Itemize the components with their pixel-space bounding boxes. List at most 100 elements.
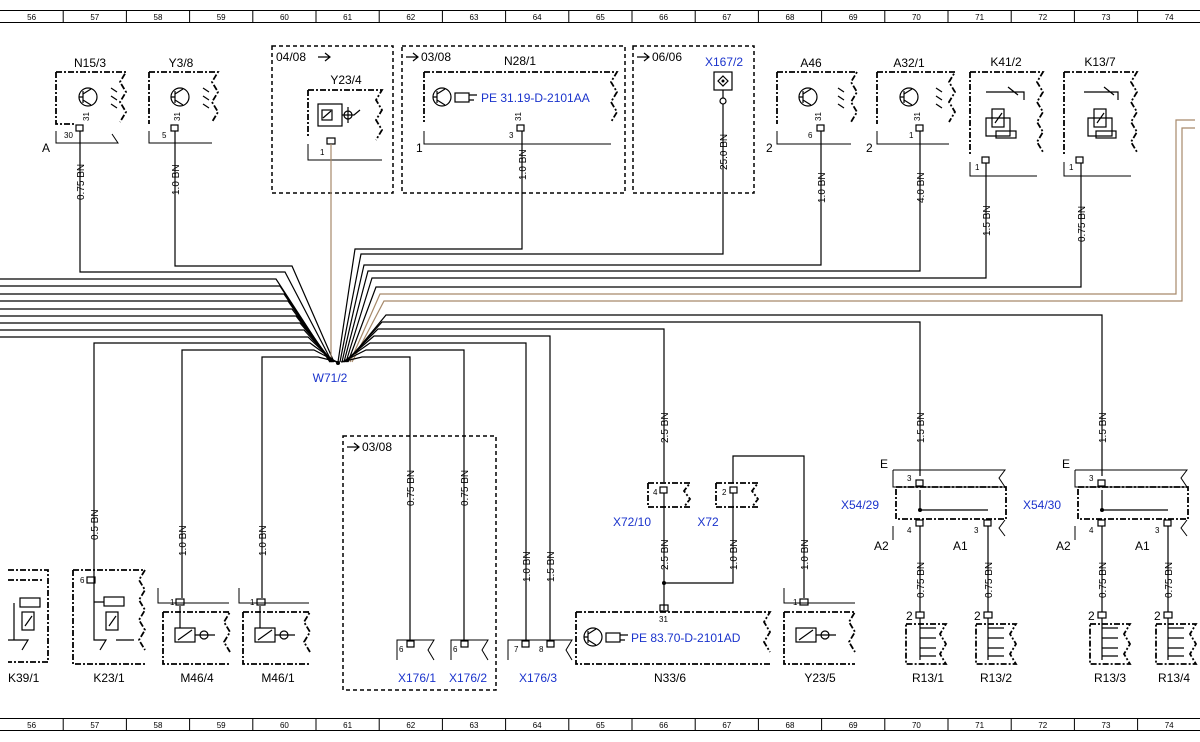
connector-link[interactable]: X176/3 bbox=[519, 671, 557, 685]
svg-text:1: 1 bbox=[1069, 163, 1074, 172]
svg-text:1: 1 bbox=[416, 141, 423, 155]
svg-text:6: 6 bbox=[453, 645, 458, 654]
svg-text:1: 1 bbox=[320, 148, 325, 157]
svg-text:A: A bbox=[42, 141, 50, 155]
svg-text:A46: A46 bbox=[800, 56, 822, 70]
grid-number: 61 bbox=[343, 721, 352, 730]
svg-text:0.75 BN: 0.75 BN bbox=[406, 470, 417, 506]
grid-number: 64 bbox=[533, 721, 542, 730]
grid-number: 66 bbox=[659, 721, 668, 730]
svg-text:30: 30 bbox=[64, 131, 73, 140]
component-r13-4: 2 R13/4 bbox=[1154, 609, 1198, 685]
grid-number: 58 bbox=[154, 721, 163, 730]
svg-text:1.0 BN: 1.0 BN bbox=[518, 149, 529, 180]
grid-number: 71 bbox=[975, 13, 984, 22]
svg-text:6: 6 bbox=[808, 131, 813, 140]
splice-label[interactable]: W71/2 bbox=[313, 371, 348, 385]
connector-link[interactable]: X72/10 bbox=[613, 515, 651, 529]
svg-text:3: 3 bbox=[1089, 474, 1094, 483]
svg-text:0.5 BN: 0.5 BN bbox=[90, 509, 101, 540]
connector-link[interactable]: X54/29 bbox=[841, 498, 879, 512]
svg-text:25.0 BN: 25.0 BN bbox=[719, 134, 730, 170]
connector-x54-30: E 3 4 3 A2 A1 X54/30 bbox=[1023, 457, 1189, 553]
component-r13-3: 2 R13/3 bbox=[1088, 609, 1132, 685]
grid-number: 73 bbox=[1102, 721, 1111, 730]
connector-link[interactable]: X167/2 bbox=[705, 55, 743, 69]
svg-text:3: 3 bbox=[509, 131, 514, 140]
svg-text:0.75 BN: 0.75 BN bbox=[76, 164, 87, 200]
pe-reference-link[interactable]: PE 83.70-D-2101AD bbox=[631, 631, 741, 645]
svg-text:K13/7: K13/7 bbox=[1084, 55, 1116, 69]
connector-x54-29: E 3 4 3 A2 A1 X54/29 bbox=[841, 457, 1007, 553]
svg-text:K23/1: K23/1 bbox=[93, 671, 125, 685]
component-label: N15/3 bbox=[74, 56, 106, 70]
grid-number: 64 bbox=[533, 13, 542, 22]
svg-text:1.5 BN: 1.5 BN bbox=[982, 205, 993, 236]
svg-text:0.75 BN: 0.75 BN bbox=[984, 562, 995, 598]
svg-text:31: 31 bbox=[514, 112, 523, 121]
svg-text:A2: A2 bbox=[1056, 539, 1071, 553]
grid-number: 59 bbox=[217, 721, 226, 730]
svg-text:7: 7 bbox=[514, 645, 519, 654]
grid-number: 56 bbox=[27, 13, 36, 22]
grid-number: 58 bbox=[154, 13, 163, 22]
pe-reference-link[interactable]: PE 31.19-D-2101AA bbox=[481, 91, 590, 105]
connector-link[interactable]: X72 bbox=[697, 515, 719, 529]
svg-text:R13/2: R13/2 bbox=[980, 671, 1012, 685]
svg-text:1.0 BN: 1.0 BN bbox=[258, 525, 269, 556]
svg-text:A32/1: A32/1 bbox=[893, 56, 925, 70]
grid-number: 57 bbox=[90, 721, 99, 730]
svg-text:1: 1 bbox=[793, 598, 798, 607]
connector-x72: 2 X72 bbox=[697, 482, 760, 529]
svg-text:E: E bbox=[1062, 457, 1070, 471]
svg-text:3: 3 bbox=[1155, 526, 1160, 535]
grid-number: 60 bbox=[280, 13, 289, 22]
connector-x176-2: 6 X176/2 bbox=[449, 639, 489, 685]
svg-text:04/08: 04/08 bbox=[276, 50, 306, 64]
svg-text:N28/1: N28/1 bbox=[504, 54, 536, 68]
connector-link[interactable]: X176/2 bbox=[449, 671, 487, 685]
svg-text:1: 1 bbox=[975, 163, 980, 172]
svg-text:1.0 BN: 1.0 BN bbox=[817, 172, 828, 203]
svg-text:0.75 BN: 0.75 BN bbox=[1098, 562, 1109, 598]
grid-number: 68 bbox=[786, 13, 795, 22]
grid-number: 63 bbox=[470, 13, 479, 22]
grid-number: 69 bbox=[849, 13, 858, 22]
svg-text:2.5 BN: 2.5 BN bbox=[660, 412, 671, 443]
svg-text:1.0 BN: 1.0 BN bbox=[171, 164, 182, 195]
svg-text:31: 31 bbox=[913, 112, 922, 121]
svg-text:1.0 BN: 1.0 BN bbox=[522, 551, 533, 582]
svg-text:31: 31 bbox=[82, 112, 91, 121]
component-r13-2: 2 R13/2 bbox=[974, 609, 1018, 685]
grid-number: 74 bbox=[1165, 13, 1174, 22]
section-box-0408: 04/08 bbox=[271, 45, 394, 194]
svg-text:2.5 BN: 2.5 BN bbox=[660, 539, 671, 570]
connector-link[interactable]: X176/1 bbox=[398, 671, 436, 685]
grid-number: 60 bbox=[280, 721, 289, 730]
svg-text:4: 4 bbox=[907, 526, 912, 535]
svg-text:2: 2 bbox=[906, 609, 913, 623]
svg-text:N33/6: N33/6 bbox=[654, 671, 686, 685]
svg-text:1.5 BN: 1.5 BN bbox=[916, 412, 927, 443]
grid-number: 74 bbox=[1165, 721, 1174, 730]
svg-text:2: 2 bbox=[766, 141, 773, 155]
connector-x176-3: 7 8 X176/3 bbox=[507, 639, 573, 685]
section-box-0308-top: 03/08 bbox=[401, 45, 626, 194]
grid-number: 73 bbox=[1102, 13, 1111, 22]
grid-number: 65 bbox=[596, 13, 605, 22]
svg-text:M46/1: M46/1 bbox=[261, 671, 295, 685]
connector-link[interactable]: X54/30 bbox=[1023, 498, 1061, 512]
svg-text:2: 2 bbox=[974, 609, 981, 623]
svg-text:A1: A1 bbox=[953, 539, 968, 553]
svg-text:A2: A2 bbox=[874, 539, 889, 553]
component-n15-3: N15/3 30 31 A bbox=[42, 56, 128, 155]
grid-number: 61 bbox=[343, 13, 352, 22]
svg-text:1.0 BN: 1.0 BN bbox=[800, 539, 811, 570]
svg-text:8: 8 bbox=[539, 645, 544, 654]
grid-number: 70 bbox=[912, 13, 921, 22]
grid-number: 68 bbox=[786, 721, 795, 730]
component-y3-8: Y3/8 5 31 bbox=[148, 56, 220, 144]
svg-text:R13/1: R13/1 bbox=[912, 671, 944, 685]
